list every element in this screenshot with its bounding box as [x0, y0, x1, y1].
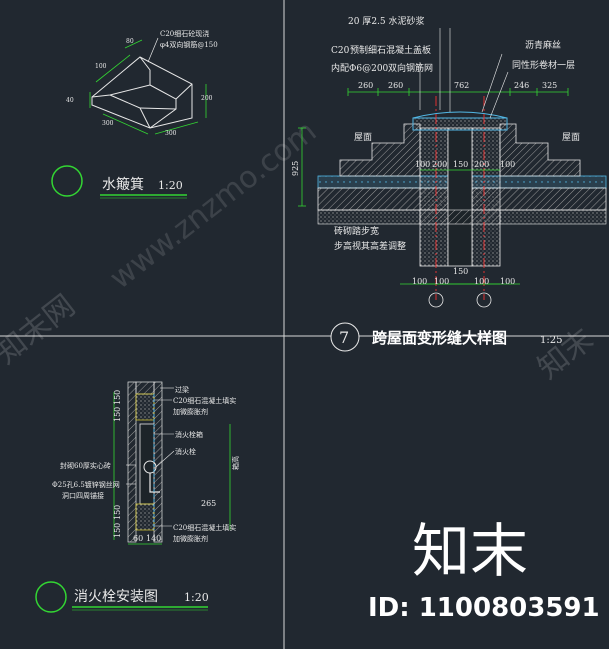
- bl-title-block: 消火栓安装图 1:20: [35, 581, 209, 613]
- tr-dim-762: 762: [454, 81, 469, 90]
- bl-dims: [113, 392, 231, 545]
- tr-wall-left: [419, 127, 449, 267]
- svg-text:加微膨胀剂: 加微膨胀剂: [173, 534, 208, 543]
- svg-text:Φ25孔6.5镀锌钢丝网: Φ25孔6.5镀锌钢丝网: [52, 480, 120, 489]
- svg-text:消火栓箱: 消火栓箱: [175, 430, 203, 439]
- tl-scale: 1:20: [158, 179, 183, 192]
- tr-dim-m150: 150: [453, 160, 468, 169]
- svg-text:150: 150: [113, 407, 122, 422]
- tr-dim-b100b: 100: [434, 277, 449, 286]
- tl-note-concrete: C20细石砼现浇: [160, 29, 209, 38]
- tr-note-inner: 内配Φ6@200: [331, 62, 389, 74]
- tr-dim-m200b: 200: [474, 160, 489, 169]
- tl-dim-40: 40: [66, 97, 74, 104]
- tl-title-block: 水簸箕 1:20: [51, 165, 187, 199]
- tl-dims: [89, 39, 207, 135]
- bl-wall-left: [127, 381, 137, 543]
- tr-note-brick1: 砖砌踏步宽: [334, 225, 379, 237]
- tr-note-asphalt: 沥青麻丝: [525, 39, 561, 51]
- svg-text:265: 265: [201, 499, 216, 508]
- tr-note-brick2: 步高视其高差调整: [334, 240, 406, 252]
- svg-text:150: 150: [113, 505, 122, 520]
- panel-tr-joint: [317, 96, 607, 308]
- tr-dim-m200a: 200: [432, 160, 447, 169]
- tr-note-roof-right: 屋面: [562, 132, 580, 143]
- tr-note-c20: C20: [331, 46, 350, 56]
- tr-note-mesh: 双向钢筋网: [388, 62, 433, 74]
- tl-title-circle: [51, 165, 83, 197]
- tr-dim-b150: 150: [453, 267, 468, 276]
- tr-cover-plate: [412, 117, 508, 131]
- tr-note-mortar: 20 厚2.5 水泥砂浆: [348, 15, 425, 27]
- bl-scale: 1:20: [184, 591, 209, 604]
- tl-note-rebar: φ4双向钢筋@150: [160, 40, 218, 49]
- tr-wall-right: [471, 127, 501, 267]
- svg-text:消火栓: 消火栓: [175, 447, 196, 456]
- watermark-corner2: 知末: [531, 322, 600, 387]
- tl-title: 水簸箕: [102, 176, 144, 193]
- svg-text:150: 150: [113, 390, 122, 405]
- watermark-url: www.znzmo.com: [103, 114, 323, 296]
- tr-title-circle: [330, 322, 360, 352]
- panel-bl-hydrant: [127, 381, 163, 543]
- tr-steps-left: [339, 123, 421, 177]
- svg-text:洞口四周锚接: 洞口四周锚接: [62, 491, 104, 500]
- bl-leaders: [126, 387, 175, 527]
- tr-dim-246: 246: [514, 81, 529, 90]
- bl-lintel: [135, 381, 155, 395]
- bl-wall-right: [153, 381, 163, 543]
- tr-joint-gap: [447, 127, 473, 267]
- watermark-corner1: 知末网: [0, 288, 82, 371]
- tr-dim-b100d: 100: [500, 277, 515, 286]
- svg-text:封砌60厚实心砖: 封砌60厚实心砖: [60, 461, 111, 470]
- tr-title: 跨屋面变形缝大样图: [372, 329, 507, 347]
- svg-text:www.znzmo.com: www.znzmo.com: [103, 114, 323, 296]
- svg-text:过梁: 过梁: [175, 385, 189, 394]
- tr-title-block: 7 跨屋面变形缝大样图 1:25: [330, 322, 562, 352]
- tr-dim-925: 925: [291, 161, 300, 176]
- tr-scale: 1:25: [540, 335, 562, 346]
- id-watermark: ID: 1100803591: [368, 593, 600, 623]
- tl-dim-300a: 300: [102, 120, 114, 127]
- panel-tl-water-dustpan: [91, 56, 193, 129]
- tl-dim-text: 100 80 40 200 300 300: [66, 38, 213, 137]
- tr-note-roof-left: 屋面: [354, 132, 372, 143]
- tr-title-number: 7: [339, 328, 349, 347]
- bl-dim-text: 150 150 265 150 150 60 140 箱高: [113, 390, 240, 543]
- tr-dim-260a: 260: [358, 81, 373, 90]
- svg-text:140: 140: [146, 534, 161, 543]
- tr-dim-m100b: 100: [500, 160, 515, 169]
- tr-note-sameroof: 同性形卷材一层: [512, 59, 575, 71]
- tl-notes: C20细石砼现浇 φ4双向钢筋@150: [160, 29, 218, 49]
- svg-text:箱高: 箱高: [231, 456, 240, 470]
- svg-text:C20细石混凝土填实: C20细石混凝土填实: [173, 396, 236, 405]
- tl-dim-80: 80: [126, 38, 134, 45]
- svg-text:60: 60: [133, 534, 143, 543]
- tr-dims-top: [298, 88, 569, 285]
- bl-title: 消火栓安装图: [74, 589, 158, 605]
- tl-leader: [147, 37, 159, 63]
- tr-notes: 20 厚2.5 水泥砂浆 C20 预制细石混凝土盖板 内配Φ6@200 双向钢筋…: [331, 15, 580, 252]
- svg-text:C20细石混凝土填实: C20细石混凝土填实: [173, 523, 236, 532]
- svg-text:150: 150: [113, 523, 122, 538]
- brand-watermark: 知末: [412, 517, 528, 585]
- tr-dim-text: 260 260 762 246 325 100 200 150 200 100 …: [291, 81, 557, 286]
- tr-dim-b100a: 100: [412, 277, 427, 286]
- tr-dim-m100: 100: [415, 160, 430, 169]
- tr-dim-325: 325: [542, 81, 557, 90]
- tr-dim-b100c: 100: [474, 277, 489, 286]
- bl-title-circle: [35, 581, 67, 613]
- tr-leaders: [419, 28, 509, 119]
- tl-dim-200: 200: [201, 95, 213, 102]
- tr-note-precast: 预制细石混凝土盖板: [350, 44, 431, 56]
- tr-dim-260b: 260: [388, 81, 403, 90]
- svg-text:加微膨胀剂: 加微膨胀剂: [173, 407, 208, 416]
- bl-notes: 过梁 C20细石混凝土填实 加微膨胀剂 消火栓箱 消火栓 封砌60厚实心砖 Φ2…: [52, 385, 236, 543]
- tl-dim-300b: 300: [165, 130, 177, 137]
- tl-dim-100: 100: [95, 63, 107, 70]
